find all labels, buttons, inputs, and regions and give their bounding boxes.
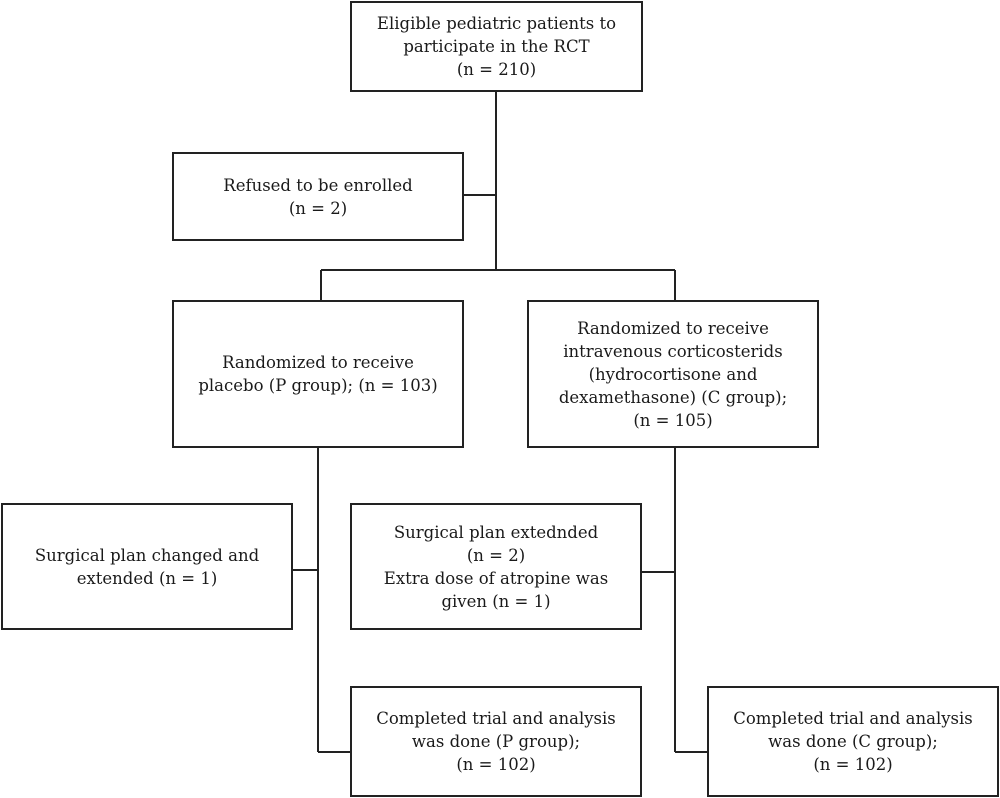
p-excluded-line-1: Surgical plan changed and — [34, 545, 260, 565]
refused-enrollment-box: Refused to be enrolled (n = 2) — [172, 152, 464, 241]
corticosteroid-line-1: Randomized to receive — [577, 318, 769, 338]
c-excluded-line-3: Extra dose of atropine was — [383, 568, 609, 588]
placebo-line-1: Randomized to receive — [222, 353, 414, 372]
refused-line-1: Refused to be enrolled — [223, 175, 413, 195]
c-excluded-line-4: given (n = 1) — [441, 591, 551, 611]
corticosteroid-line-3: (hydrocortisone and — [588, 364, 758, 384]
eligible-line-2: participate in the RCT — [403, 37, 590, 56]
corticosteroid-completed-box: Completed trial and analysis was done (C… — [707, 686, 999, 797]
corticosteroid-group-box: Randomized to receive intravenous cortic… — [527, 300, 819, 448]
placebo-line-2: placebo (P group); (n = 103) — [198, 376, 438, 395]
c-excluded-line-2: (n = 2) — [466, 545, 526, 565]
corticosteroid-line-4: dexamethasone) (C group); — [558, 387, 788, 407]
p-completed-line-3: (n = 102) — [456, 755, 536, 774]
corticosteroid-excluded-box: Surgical plan extednded (n = 2) Extra do… — [350, 503, 642, 630]
eligible-line-1: Eligible pediatric patients to — [376, 14, 617, 33]
eligible-patients-box: Eligible pediatric patients to participa… — [350, 1, 643, 92]
corticosteroid-line-2: intravenous corticosterids — [563, 341, 783, 361]
c-completed-line-3: (n = 102) — [813, 755, 893, 774]
p-excluded-line-2: extended (n = 1) — [76, 568, 218, 588]
c-completed-line-1: Completed trial and analysis — [733, 709, 973, 728]
c-completed-line-2: was done (C group); — [768, 732, 938, 751]
placebo-completed-box: Completed trial and analysis was done (P… — [350, 686, 642, 797]
eligible-line-3: (n = 210) — [456, 60, 537, 79]
corticosteroid-line-5: (n = 105) — [633, 410, 713, 430]
p-completed-line-2: was done (P group); — [411, 732, 581, 751]
p-completed-line-1: Completed trial and analysis — [376, 709, 616, 728]
placebo-excluded-box: Surgical plan changed and extended (n = … — [1, 503, 293, 630]
refused-line-2: (n = 2) — [288, 198, 348, 218]
c-excluded-line-1: Surgical plan extednded — [393, 522, 599, 542]
placebo-group-box: Randomized to receive placebo (P group);… — [172, 300, 464, 448]
